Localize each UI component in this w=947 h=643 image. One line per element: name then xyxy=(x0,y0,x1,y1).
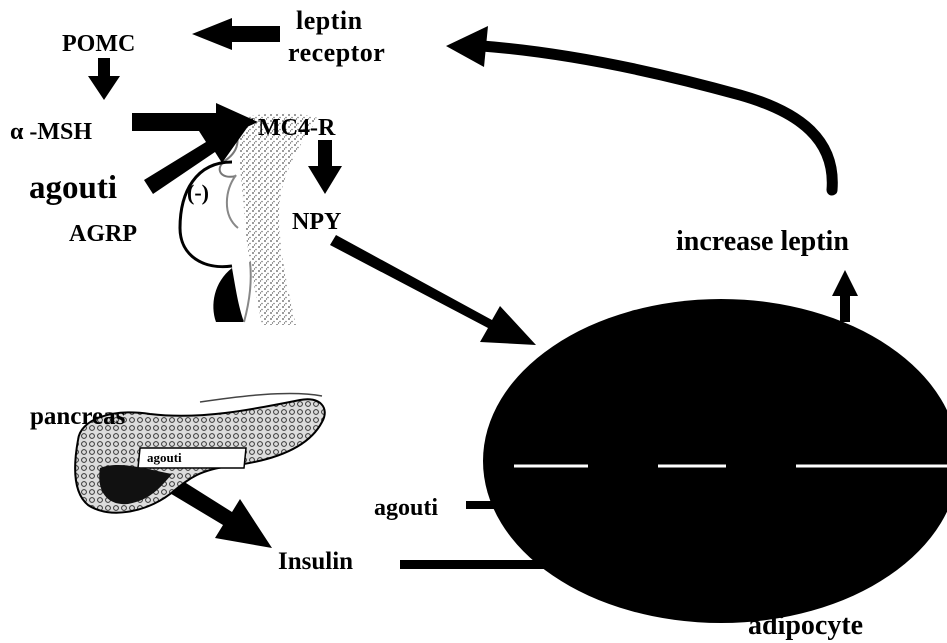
agouti-connector xyxy=(466,501,500,509)
adipocyte-cell xyxy=(483,299,947,623)
label-pomc: POMC xyxy=(62,32,135,56)
label-npy: NPY xyxy=(292,210,341,234)
label-inhibit: (-) xyxy=(187,182,209,204)
label-adipocyte: adipocyte xyxy=(748,612,863,640)
arrow-leptin-to-receptor xyxy=(482,46,832,190)
arrow-npy-to-adipocyte xyxy=(330,235,536,345)
label-increase-leptin: increase leptin xyxy=(676,228,849,256)
label-agouti-adipocyte: agouti xyxy=(374,496,438,520)
label-agrp: AGRP xyxy=(69,222,137,246)
arrow-pancreas-to-insulin xyxy=(168,478,272,548)
label-receptor: receptor xyxy=(288,40,385,66)
label-alpha-msh: α -MSH xyxy=(10,120,92,144)
label-leptin: leptin xyxy=(296,8,363,34)
arrow-pomc-to-msh xyxy=(88,58,120,100)
arrow-mc4r-to-npy xyxy=(308,140,342,194)
label-agouti-pancreas: agouti xyxy=(147,451,182,464)
label-pancreas: pancreas xyxy=(30,404,125,429)
insulin-connector xyxy=(400,560,556,569)
arrowhead-leptin-to-receptor xyxy=(446,26,488,67)
label-agouti-brain: agouti xyxy=(29,172,117,205)
arrow-increase-leptin xyxy=(832,270,858,322)
arrow-leptin-receptor-to-pomc xyxy=(192,18,280,50)
label-mc4r: MC4-R xyxy=(258,116,335,140)
label-insulin: Insulin xyxy=(278,549,353,574)
